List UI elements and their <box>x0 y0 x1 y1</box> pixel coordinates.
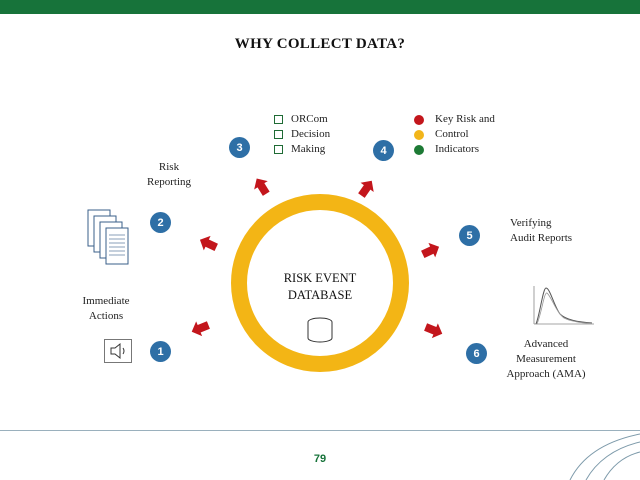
label-2-line1: Risk <box>158 161 180 173</box>
badge-4: 4 <box>373 140 394 161</box>
kri-dots <box>414 115 424 160</box>
label-5-line1: Verifying <box>510 217 552 229</box>
kri-line3: Indicators <box>435 143 479 155</box>
label-risk-reporting: Risk Reporting <box>136 160 202 190</box>
center-label: RISK EVENT DATABASE <box>260 270 380 304</box>
badge-6: 6 <box>466 343 487 364</box>
center-label-line1: RISK EVENT <box>283 271 357 285</box>
footer-swoosh-icon <box>569 433 640 480</box>
page-title: WHY COLLECT DATA? <box>234 36 406 52</box>
checklist-item: ORCom <box>274 112 330 127</box>
checkbox-icon <box>274 115 283 124</box>
distribution-curve-icon <box>533 286 594 325</box>
top-bar <box>0 0 640 14</box>
kri-line2: Control <box>435 128 469 140</box>
badge-2: 2 <box>150 212 171 233</box>
label-verifying-audit: Verifying Audit Reports <box>510 216 572 246</box>
speaker-icon[interactable] <box>104 339 132 363</box>
label-kri: Key Risk and Control Indicators <box>435 112 495 157</box>
amber-dot-icon <box>414 130 424 140</box>
badge-1: 1 <box>150 341 171 362</box>
label-1-line2: Actions <box>88 310 124 322</box>
checkbox-icon <box>274 130 283 139</box>
checkbox-icon <box>274 145 283 154</box>
footer-line <box>0 430 640 431</box>
label-2-line2: Reporting <box>147 176 191 188</box>
database-icon <box>307 317 333 343</box>
documents-icon <box>87 209 129 265</box>
label-5-line2: Audit Reports <box>510 232 573 244</box>
badge-5: 5 <box>459 225 480 246</box>
label-6-line3: Approach (AMA) <box>506 368 586 380</box>
label-6-line1: Advanced <box>523 338 569 350</box>
checklist-item: Decision <box>274 127 330 142</box>
page-number: 79 <box>313 453 327 465</box>
label-immediate-actions: Immediate Actions <box>70 294 142 324</box>
kri-line1: Key Risk and <box>435 113 495 125</box>
red-dot-icon <box>414 115 424 125</box>
checklist-item: Making <box>274 142 330 157</box>
green-dot-icon <box>414 145 424 155</box>
label-1-line1: Immediate <box>82 295 130 307</box>
label-6-line2: Measurement <box>516 353 576 365</box>
badge-3: 3 <box>229 137 250 158</box>
label-ama: Advanced Measurement Approach (AMA) <box>494 337 598 382</box>
orcom-checklist: ORCom Decision Making <box>274 112 330 157</box>
center-label-line2: DATABASE <box>287 288 353 302</box>
